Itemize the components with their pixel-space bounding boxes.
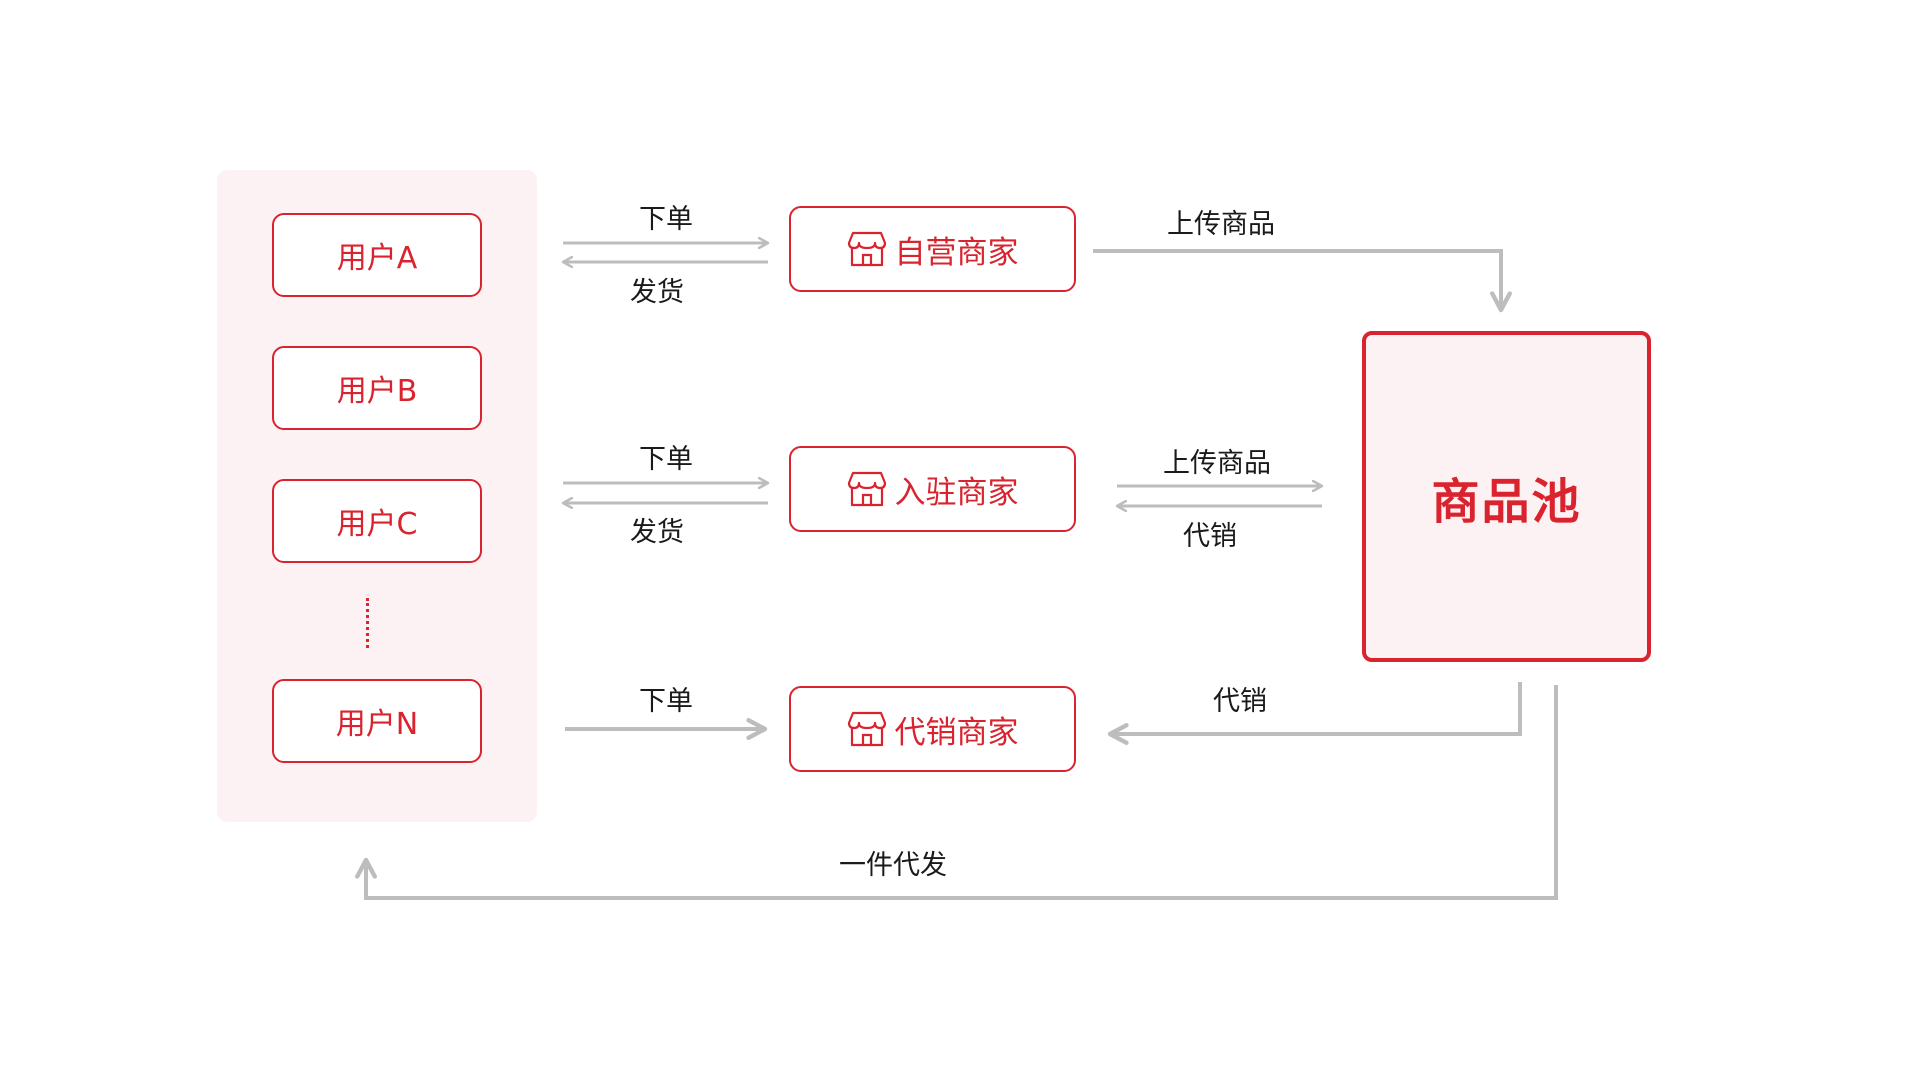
- edge-label-row2-consign: 代销: [1183, 521, 1237, 552]
- edge-label-row2-order: 下单: [639, 444, 693, 475]
- user-node-a: 用户A: [272, 213, 482, 297]
- user-node-label: 用户B: [336, 374, 418, 409]
- edge-label-row1-ship: 发货: [630, 277, 684, 308]
- merchant-label: 自营商家: [894, 234, 1019, 271]
- edge-label-row2-upload: 上传商品: [1163, 448, 1271, 479]
- merchant-label: 入驻商家: [894, 474, 1019, 511]
- merchant-settled: 入驻商家: [789, 446, 1076, 532]
- edge-label-row1-order: 下单: [639, 204, 693, 235]
- user-node-label: 用户C: [336, 507, 418, 542]
- user-node-n: 用户N: [272, 679, 482, 763]
- user-node-label: 用户A: [336, 241, 418, 276]
- edge-label-row1-upload: 上传商品: [1167, 209, 1275, 240]
- edge-label-row3-order: 下单: [639, 686, 693, 717]
- merchant-consignment: 代销商家: [789, 686, 1076, 772]
- arrow-row1-upload: [1093, 249, 1512, 313]
- user-node-label: 用户N: [335, 707, 419, 742]
- arrow-row3-consign: [1107, 682, 1522, 745]
- store-icon: [847, 231, 886, 267]
- store-icon: [847, 711, 886, 747]
- edge-label-row3-consign: 代销: [1213, 686, 1267, 717]
- merchant-self-operated: 自营商家: [789, 206, 1076, 292]
- product-pool-label: 商品池: [1431, 473, 1582, 530]
- user-node-c: 用户C: [272, 479, 482, 563]
- vertical-ellipsis: [366, 598, 373, 648]
- arrow-dropship: [355, 685, 1558, 900]
- edge-label-dropship: 一件代发: [839, 850, 947, 881]
- user-node-b: 用户B: [272, 346, 482, 430]
- store-icon: [847, 471, 886, 507]
- merchant-label: 代销商家: [894, 714, 1019, 751]
- edge-label-row2-ship: 发货: [630, 517, 684, 548]
- product-pool: 商品池: [1362, 331, 1651, 662]
